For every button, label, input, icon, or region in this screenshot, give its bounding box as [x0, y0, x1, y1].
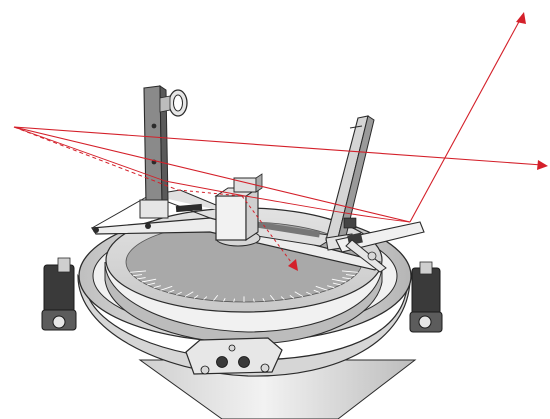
scale-tick [193, 294, 199, 299]
scale-tick [262, 298, 265, 302]
ray-diffracted-dashed [241, 195, 295, 267]
ray-transmitted [13, 126, 543, 166]
scale-tick [184, 291, 194, 298]
scale-tick [280, 296, 285, 300]
scale-tick [313, 289, 321, 294]
scale-tick [223, 298, 226, 302]
scale-tick [341, 270, 359, 273]
scale-tick [342, 277, 352, 280]
bolt-icon [238, 356, 250, 368]
scale-tick [141, 278, 157, 283]
vernier-arm [335, 221, 425, 273]
scale-tick [136, 277, 146, 280]
ray-incident [13, 126, 411, 223]
ray-collimator-dashed [13, 126, 179, 191]
scale-tick [167, 289, 175, 294]
bolt-icon [52, 315, 66, 329]
scale-tick [176, 291, 182, 296]
scale-tick [253, 298, 255, 302]
scale-tick [294, 291, 304, 298]
bolt-icon [216, 356, 228, 368]
arrowhead-icon [537, 160, 548, 170]
scale-tick [289, 294, 295, 299]
scale-tick [133, 274, 143, 277]
bolt-icon [200, 365, 210, 375]
scale-tick [213, 294, 219, 301]
scale-tick [331, 278, 347, 283]
scale-tick [147, 282, 156, 286]
arrowhead-icon [516, 12, 526, 24]
scale-tick [129, 270, 147, 273]
bolt-icon [260, 363, 270, 373]
bolt-icon [418, 315, 432, 329]
scale-tick [233, 298, 235, 302]
scale-tick [153, 285, 161, 289]
ray-paths [13, 17, 543, 267]
collimator-post [139, 85, 188, 219]
right-clamp [409, 261, 443, 333]
scale-tick [160, 285, 173, 291]
scale-tick [332, 282, 341, 286]
arrowhead-icon [288, 259, 298, 271]
scale-tick [327, 285, 335, 289]
scale-tick [315, 285, 328, 291]
ray-reflected [409, 17, 522, 223]
angle-scale [129, 270, 359, 302]
scale-tick [345, 274, 355, 277]
left-clamp [41, 257, 77, 331]
front-plate [185, 337, 283, 375]
bolt-icon [228, 344, 236, 352]
scale-tick [203, 296, 208, 300]
scale-tick [306, 291, 312, 296]
scale-tick [269, 294, 275, 301]
arrowheads [288, 12, 548, 271]
